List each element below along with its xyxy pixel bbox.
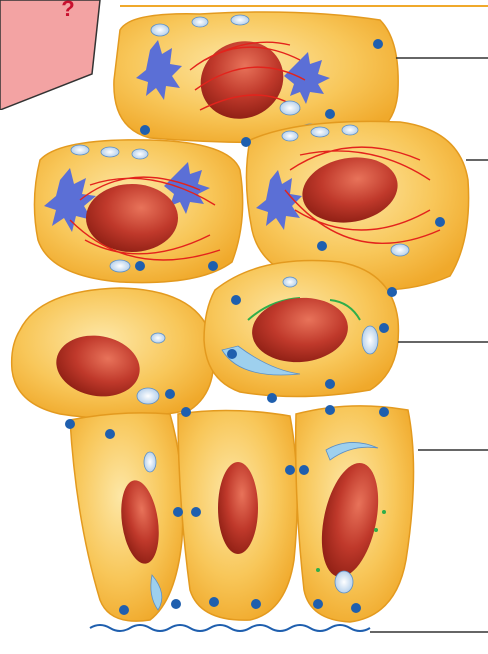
nucleus-icon [218, 462, 258, 554]
callout-text: ? [58, 0, 78, 18]
cell-basal-right [296, 406, 414, 622]
cell-granular-left [34, 140, 242, 283]
cell-spinous-left [12, 288, 214, 418]
lamellar-granule-icon [362, 326, 378, 354]
cell-basal-left [70, 413, 183, 621]
lamellar-granule-icon [283, 277, 297, 287]
basement-membrane-line [90, 625, 370, 631]
cell-spinous-right [204, 261, 398, 397]
nucleus-icon [86, 184, 178, 252]
question-callout: ? [0, 0, 110, 110]
lamellar-granule-icon [335, 571, 353, 593]
lamellar-granule-icon [144, 452, 156, 472]
lamellar-granule-icon [137, 388, 159, 404]
callout-arrow-shape [0, 0, 110, 110]
lamellar-granule-icon [151, 333, 165, 343]
